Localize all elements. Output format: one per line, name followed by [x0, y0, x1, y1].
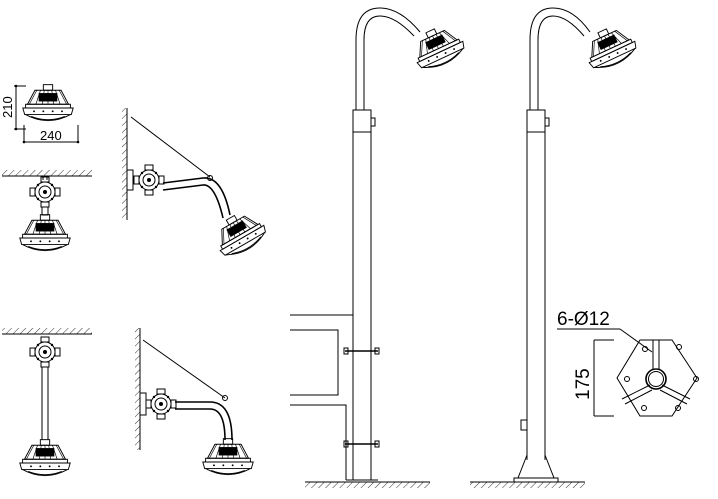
lamp-icon: [19, 214, 71, 252]
junction-box-icon: [145, 388, 177, 420]
junction-box-icon: [29, 176, 61, 208]
lamp-icon: [578, 19, 641, 75]
base-size-label: 175: [573, 368, 594, 400]
lamp-icon: [22, 84, 74, 122]
base-plate-plan: 6-Ø12 175: [557, 309, 699, 417]
ceiling-mount-pendant-pole: [2, 328, 92, 477]
junction-box-icon: [133, 164, 165, 196]
dimension-width-label: 240: [40, 128, 62, 143]
wall-bracket-mount-upper: [122, 108, 271, 263]
pole-mount-flange-base: [470, 7, 641, 488]
hole-spec-label: 6-Ø12: [557, 309, 610, 330]
lamp-icon: [202, 438, 254, 476]
junction-box-icon: [29, 336, 61, 368]
lamp-dimension-view: 210 240: [0, 84, 80, 144]
lamp-icon: [19, 439, 71, 477]
wall-bracket-mount-lower: [135, 328, 254, 476]
pole-mount-wall-clamped: [290, 7, 469, 488]
ceiling-mount-short: [2, 170, 92, 252]
dimension-height-label: 210: [0, 96, 15, 118]
lamp-icon: [208, 204, 271, 263]
